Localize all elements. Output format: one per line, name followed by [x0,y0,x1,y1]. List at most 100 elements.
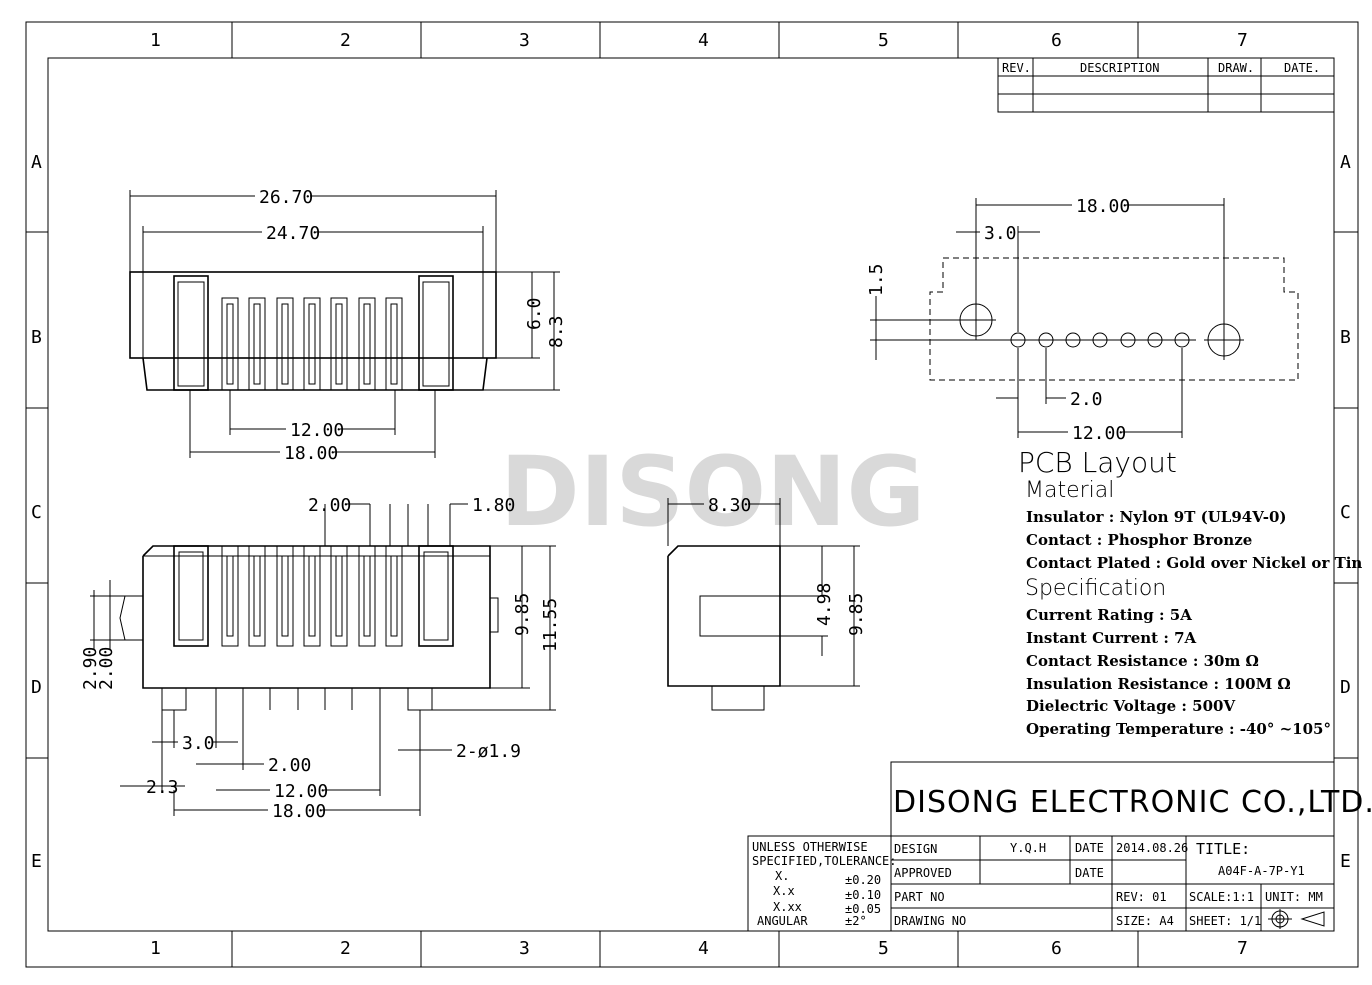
tolerance-xxx-value: ±0.05 [845,902,881,916]
front-view-contacts [221,545,403,647]
spec-instant-current: Instant Current : 7A [1026,629,1197,647]
front-dim-12-00: 12.00 [274,781,328,802]
design-value: Y.Q.H [1010,841,1046,855]
top-dim-pitch-12: 12.00 [290,420,344,441]
tolerance-x-label: X. [775,869,789,883]
zone-row-b-left: B [31,327,42,348]
unit-value: UNIT: MM [1265,890,1323,904]
rev-value: REV: 01 [1116,890,1167,904]
zone-col-6-top: 6 [1051,30,1062,51]
material-insulator: Insulator : Nylon 9T (UL94V-0) [1026,508,1287,526]
zone-col-5-bottom: 5 [878,938,889,959]
zone-dividers [26,22,1358,967]
material-heading: Material [1025,478,1114,503]
tolerance-xx-value: ±0.10 [845,888,881,902]
pcb-layout-title: PCB Layout [1018,446,1177,479]
tolerance-angular-value: ±2° [845,914,867,928]
material-contact: Contact : Phosphor Bronze [1026,531,1252,549]
tolerance-xxx-label: X.xx [773,900,802,914]
pcb-dim-2-0: 2.0 [1070,389,1103,410]
zone-col-3-top: 3 [519,30,530,51]
title-value: A04F-A-7P-Y1 [1218,864,1305,878]
inner-frame [47,57,1335,932]
company-name: DISONG ELECTRONIC CO.,LTD. [893,785,1372,820]
zone-row-d-right: D [1340,677,1351,698]
zone-col-5-top: 5 [878,30,889,51]
date2-label: DATE [1075,866,1104,880]
projection-symbol-icon [1268,909,1325,929]
date-label: DATE [1075,841,1104,855]
spec-current-rating: Current Rating : 5A [1026,606,1192,624]
pcb-outline [929,257,1299,381]
tolerance-xx-label: X.x [773,884,795,898]
tolerance-x-value: ±0.20 [845,873,881,887]
zone-labels: 1 2 3 4 5 6 7 1 2 3 4 5 6 7 A B C D E A … [31,30,1351,959]
zone-col-2-top: 2 [340,30,351,51]
pcb-pin-holes [1004,332,1196,348]
spec-insulation-resistance: Insulation Resistance : 100M Ω [1026,675,1291,693]
draw-header: DRAW. [1218,61,1254,75]
spec-dielectric-voltage: Dielectric Voltage : 500V [1026,697,1235,715]
part-no-label: PART NO [894,890,945,904]
zone-col-6-bottom: 6 [1051,938,1062,959]
top-dim-inner-width: 24.70 [266,223,320,244]
zone-col-2-bottom: 2 [340,938,351,959]
front-dim-hole-dia: 2-ø1.9 [456,741,521,762]
zone-row-a-right: A [1340,152,1351,173]
side-dim-8-30: 8.30 [708,495,751,516]
front-dim-2-00-side: 2.00 [96,647,117,690]
material-section: Material Insulator : Nylon 9T (UL94V-0) … [1025,478,1362,572]
side-dim-9-85: 9.85 [846,593,867,636]
front-dim-1-80: 1.80 [472,495,515,516]
zone-col-7-top: 7 [1237,30,1248,51]
side-view: 8.30 4.98 9.85 [667,495,867,711]
front-dim-11-55: 11.55 [540,598,561,652]
approved-label: APPROVED [894,866,952,880]
side-view-body [667,545,781,687]
side-dim-4-98: 4.98 [814,583,835,626]
drawing-no-label: DRAWING NO [894,914,966,928]
tolerance-line1: UNLESS OTHERWISE [752,840,868,854]
zone-col-4-bottom: 4 [698,938,709,959]
front-view-pins [161,687,433,711]
zone-row-e-left: E [31,851,42,872]
zone-col-1-top: 1 [150,30,161,51]
outer-frame [25,21,1359,968]
front-dim-2-3: 2.3 [146,777,179,798]
description-header: DESCRIPTION [1080,61,1159,75]
tolerance-angular-label: ANGULAR [757,914,808,928]
zone-col-4-top: 4 [698,30,709,51]
front-dim-2-00-pitch: 2.00 [268,755,311,776]
tolerance-line2: SPECIFIED,TOLERANCE: [752,854,897,868]
zone-row-c-left: C [31,502,42,523]
front-view: 2.00 1.80 9.85 11.55 2.90 2.00 3.0 2.00 … [80,495,561,822]
front-dim-2-00-top: 2.00 [308,495,351,516]
zone-row-d-left: D [31,677,42,698]
spec-contact-resistance: Contact Resistance : 30m Ω [1026,652,1259,670]
front-dim-9-85: 9.85 [512,593,533,636]
front-dim-18-00: 18.00 [272,801,326,822]
rev-header: REV. [1002,61,1031,75]
pcb-dim-3-0: 3.0 [984,223,1017,244]
zone-col-1-bottom: 1 [150,938,161,959]
size-value: SIZE: A4 [1116,914,1174,928]
front-dim-2-90: 2.90 [80,647,101,690]
pcb-dim-12-00: 12.00 [1072,423,1126,444]
zone-col-7-bottom: 7 [1237,938,1248,959]
pcb-layout: 18.00 3.0 1.5 2.0 12.00 PCB Layout [866,196,1299,479]
pcb-dim-18-00: 18.00 [1076,196,1130,217]
title-label: TITLE: [1196,840,1250,858]
sheet-value: SHEET: 1/1 [1189,914,1261,928]
date-header: DATE. [1284,61,1320,75]
date-value: 2014.08.26 [1116,841,1188,855]
title-block: DISONG ELECTRONIC CO.,LTD. UNLESS OTHERW… [747,761,1372,932]
material-contact-plated: Contact Plated : Gold over Nickel or Tin [1026,554,1362,572]
top-view-contacts [221,297,403,391]
specification-heading: Specification [1025,576,1166,601]
top-dim-height-6: 6.0 [524,297,545,330]
top-view-body [129,271,497,359]
specification-section: Specification Current Rating : 5A Instan… [1025,576,1331,738]
zone-row-a-left: A [31,152,42,173]
top-dim-span-18: 18.00 [284,443,338,464]
zone-row-e-right: E [1340,851,1351,872]
